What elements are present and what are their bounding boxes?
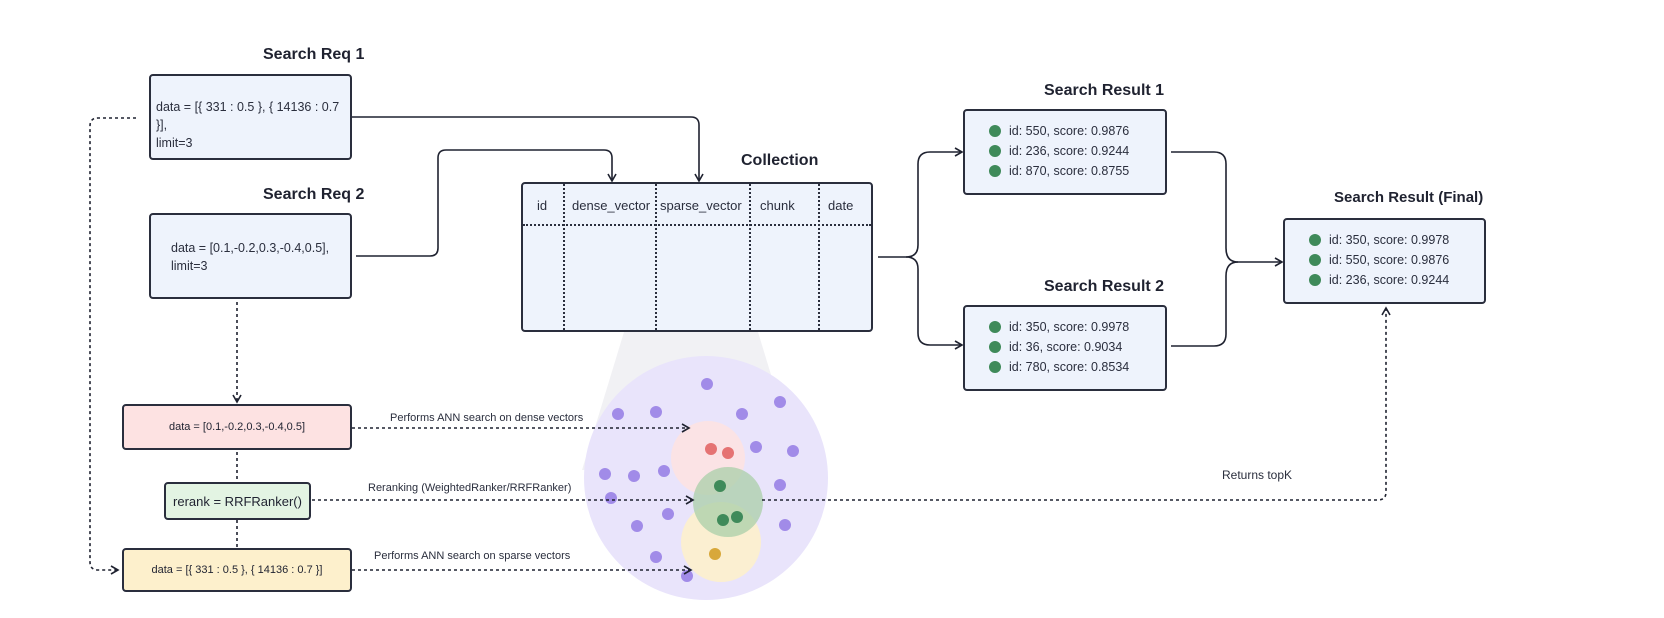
- search-result-1-title: Search Result 1: [1044, 82, 1165, 99]
- result-item: id: 36, score: 0.9034: [989, 337, 1165, 357]
- sparse-query-text: data = [{ 331 : 0.5 }, { 14136 : 0.7 }]: [151, 564, 323, 576]
- collection-split: [878, 147, 964, 258]
- search-req-2-box: data = [0.1,-0.2,0.3,-0.4,0.5], limit=3: [149, 213, 352, 299]
- sparse-search-note: Performs ANN search on sparse vectors: [374, 550, 571, 562]
- result-item: id: 780, score: 0.8534: [989, 357, 1165, 377]
- column-divider: [655, 184, 657, 330]
- result-dot: [1309, 234, 1321, 246]
- result-dot: [1309, 254, 1321, 266]
- header-divider: [523, 224, 871, 226]
- search-req-1-box: data = [{ 331 : 0.5 }, { 14136 : 0.7 }],…: [149, 74, 352, 160]
- search-result-final-box: id: 350, score: 0.9978 id: 550, score: 0…: [1283, 218, 1486, 304]
- sparse-query-box: data = [{ 331 : 0.5 }, { 14136 : 0.7 }]: [122, 548, 352, 592]
- collection-title: Collection: [741, 152, 819, 169]
- result-item: id: 350, score: 0.9978: [989, 317, 1165, 337]
- result-dot: [989, 341, 1001, 353]
- results-merge: [1171, 151, 1284, 267]
- search-req-2-text: data = [0.1,-0.2,0.3,-0.4,0.5], limit=3: [171, 241, 330, 273]
- dense-search-note: Performs ANN search on dense vectors: [390, 412, 584, 424]
- collection-table: id dense_vector sparse_vector chunk date: [521, 182, 873, 332]
- result-item: id: 350, score: 0.9978: [1309, 230, 1484, 250]
- result-item: id: 550, score: 0.9876: [989, 121, 1165, 141]
- column-dense-vector: dense_vector: [572, 198, 651, 213]
- result-dot: [989, 321, 1001, 333]
- req1-to-sparse: [89, 117, 136, 575]
- result-dot: [989, 125, 1001, 137]
- search-result-2-title: Search Result 2: [1044, 278, 1165, 295]
- search-result-1-box: id: 550, score: 0.9876 id: 236, score: 0…: [963, 109, 1167, 195]
- column-divider: [563, 184, 565, 330]
- search-result-2-box: id: 350, score: 0.9978 id: 36, score: 0.…: [963, 305, 1167, 391]
- column-sparse-vector: sparse_vector: [660, 198, 742, 213]
- result-item: id: 236, score: 0.9244: [1309, 270, 1484, 290]
- result-dot: [989, 165, 1001, 177]
- dense-query-text: data = [0.1,-0.2,0.3,-0.4,0.5]: [168, 421, 306, 433]
- rerank-note: Reranking (WeightedRanker/RRFRanker): [368, 482, 572, 494]
- result-dot: [989, 361, 1001, 373]
- column-date: date: [828, 198, 854, 213]
- rerank-region: [693, 467, 763, 537]
- req2-to-collection: [356, 149, 617, 257]
- column-divider: [818, 184, 820, 330]
- result-item: id: 550, score: 0.9876: [1309, 250, 1484, 270]
- topk-note: Returns topK: [1222, 468, 1293, 482]
- vector-dots: [599, 378, 799, 582]
- result-item: id: 236, score: 0.9244: [989, 141, 1165, 161]
- rerank-box: rerank = RRFRanker(): [164, 482, 311, 520]
- req1-to-collection: [352, 116, 704, 183]
- result-dot: [1309, 274, 1321, 286]
- search-req-2-title: Search Req 2: [263, 186, 365, 203]
- rerank-text: rerank = RRFRanker(): [173, 493, 302, 509]
- search-req-1-text: data = [{ 331 : 0.5 }, { 14136 : 0.7 }],…: [156, 100, 340, 150]
- result-item: id: 870, score: 0.8755: [989, 161, 1165, 181]
- column-divider: [749, 184, 751, 330]
- dense-query-box: data = [0.1,-0.2,0.3,-0.4,0.5]: [122, 404, 352, 450]
- result-dot: [989, 145, 1001, 157]
- search-result-final-title: Search Result (Final): [1334, 189, 1484, 206]
- search-req-1-title: Search Req 1: [263, 46, 365, 63]
- column-chunk: chunk: [760, 198, 795, 213]
- column-id: id: [537, 198, 548, 213]
